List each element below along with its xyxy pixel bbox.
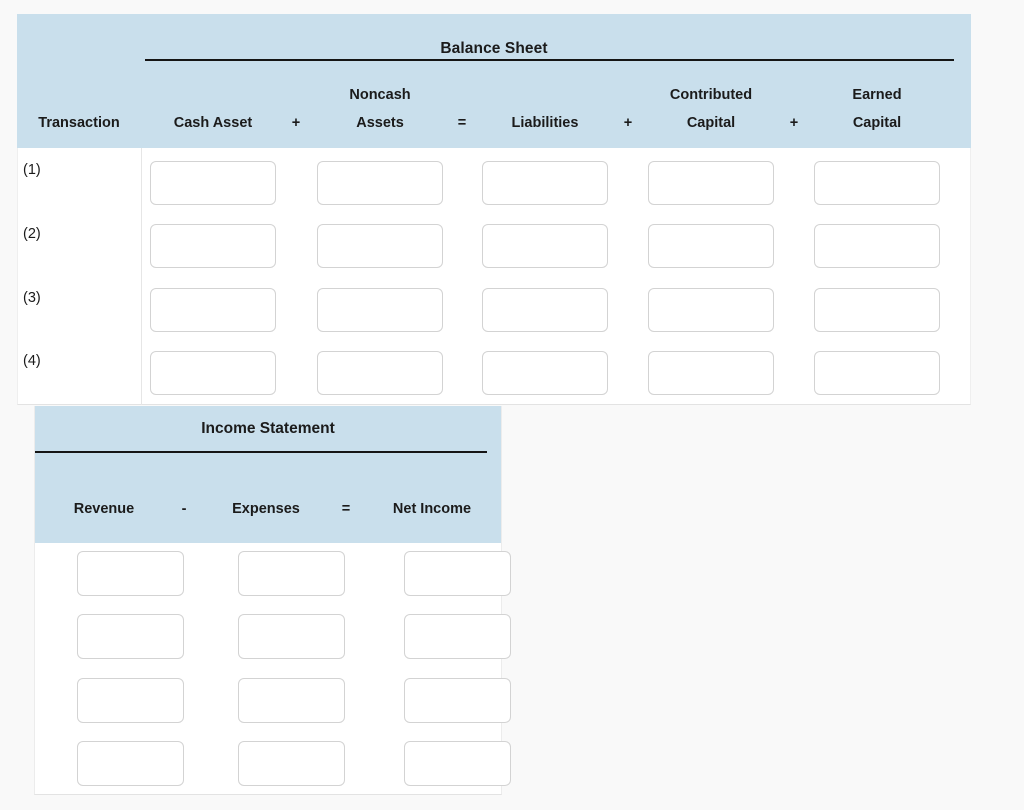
balance-sheet-title: Balance Sheet (440, 40, 548, 57)
balance-sheet-input-noncash-assets-row3[interactable] (317, 288, 443, 332)
column-header-operator-equals: = (392, 81, 532, 137)
balance-sheet-panel: Balance Sheet Transaction Cash Asset + No… (17, 14, 971, 405)
income-statement-input-revenue-row1[interactable] (77, 551, 184, 596)
transaction-label: (2) (23, 226, 41, 242)
balance-sheet-input-cash-asset-row4[interactable] (150, 351, 276, 395)
balance-sheet-input-contributed-capital-row4[interactable] (648, 351, 774, 395)
income-statement-input-net-income-row1[interactable] (404, 551, 511, 596)
column-header-operator-plus-3: + (724, 81, 864, 137)
column-header-operator-plus-2: + (558, 81, 698, 137)
balance-sheet-input-liabilities-row2[interactable] (482, 224, 608, 268)
column-header-revenue: Revenue (73, 501, 135, 517)
income-statement-panel: Income Statement Revenue - Expenses = Net In… (34, 406, 511, 795)
column-header-line2: Assets (356, 115, 404, 131)
income-statement-input-net-income-row3[interactable] (404, 678, 511, 723)
balance-sheet-title-rule (145, 59, 954, 61)
balance-sheet-input-earned-capital-row3[interactable] (814, 288, 940, 332)
balance-sheet-input-contributed-capital-row3[interactable] (648, 288, 774, 332)
balance-sheet-input-noncash-assets-row4[interactable] (317, 351, 443, 395)
income-statement-header: Income Statement Revenue - Expenses = Net In… (35, 406, 501, 543)
income-statement-input-expenses-row2[interactable] (238, 614, 345, 659)
income-statement-input-revenue-row2[interactable] (77, 614, 184, 659)
balance-sheet-input-earned-capital-row1[interactable] (814, 161, 940, 205)
column-header-line2: Capital (686, 115, 736, 131)
column-header-net-income: Net Income (392, 501, 472, 517)
income-statement-input-expenses-row3[interactable] (238, 678, 345, 723)
balance-sheet-input-earned-capital-row2[interactable] (814, 224, 940, 268)
balance-sheet-input-earned-capital-row4[interactable] (814, 351, 940, 395)
column-header-line1: Earned (852, 87, 902, 103)
column-header-liabilities: Liabilities (475, 81, 615, 137)
column-header-line2: Capital (852, 115, 902, 131)
transaction-label: (4) (23, 353, 41, 369)
income-statement-input-expenses-row4[interactable] (238, 741, 345, 786)
column-header-line2: + (291, 115, 301, 131)
column-header-operator-equals: = (341, 501, 351, 517)
income-statement-input-expenses-row1[interactable] (238, 551, 345, 596)
column-header-line2: + (789, 115, 799, 131)
balance-sheet-input-cash-asset-row3[interactable] (150, 288, 276, 332)
balance-sheet-input-cash-asset-row2[interactable] (150, 224, 276, 268)
income-statement-title-rule (35, 451, 487, 453)
column-header-line2: Cash Asset (173, 115, 253, 131)
balance-sheet-column-divider (141, 148, 142, 405)
column-header-line2: + (623, 115, 633, 131)
balance-sheet-input-liabilities-row4[interactable] (482, 351, 608, 395)
transaction-label: (1) (23, 162, 41, 178)
balance-sheet-input-contributed-capital-row1[interactable] (648, 161, 774, 205)
column-header-cash-asset: Cash Asset (143, 81, 283, 137)
income-statement-title: Income Statement (201, 420, 335, 437)
balance-sheet-input-contributed-capital-row2[interactable] (648, 224, 774, 268)
column-header-transaction: Transaction (38, 115, 120, 131)
column-header-expenses: Expenses (232, 501, 300, 517)
column-header-operator-plus-1: + (226, 81, 366, 137)
balance-sheet-input-liabilities-row1[interactable] (482, 161, 608, 205)
column-header-operator-minus: - (181, 501, 187, 517)
column-header-line2: = (457, 115, 467, 131)
column-header-line1: Noncash (349, 87, 411, 103)
income-statement-input-revenue-row3[interactable] (77, 678, 184, 723)
column-header-line2: Liabilities (511, 115, 579, 131)
transaction-label: (3) (23, 290, 41, 306)
balance-sheet-input-noncash-assets-row1[interactable] (317, 161, 443, 205)
income-statement-input-revenue-row4[interactable] (77, 741, 184, 786)
column-header-line1: Contributed (669, 87, 753, 103)
income-statement-input-net-income-row4[interactable] (404, 741, 511, 786)
balance-sheet-input-noncash-assets-row2[interactable] (317, 224, 443, 268)
income-statement-input-net-income-row2[interactable] (404, 614, 511, 659)
balance-sheet-header: Balance Sheet Transaction Cash Asset + No… (17, 14, 971, 148)
balance-sheet-input-cash-asset-row1[interactable] (150, 161, 276, 205)
balance-sheet-input-liabilities-row3[interactable] (482, 288, 608, 332)
